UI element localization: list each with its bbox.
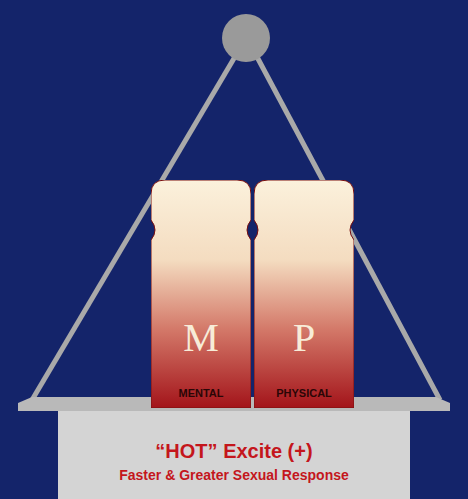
weight-letter: M bbox=[151, 318, 251, 358]
scale-hook bbox=[222, 14, 270, 62]
weight-node: M MENTAL bbox=[151, 180, 251, 408]
pan-node: “HOT” Excite (+) Faster & Greater Sexual … bbox=[58, 411, 410, 499]
weight-letter: P bbox=[254, 318, 354, 358]
pan-heading: “HOT” Excite (+) bbox=[58, 441, 410, 461]
weight-shape bbox=[254, 180, 354, 408]
weight-label: PHYSICAL bbox=[254, 388, 354, 399]
weight-shape bbox=[151, 180, 251, 408]
pan-body: Faster & Greater Sexual Response bbox=[58, 468, 410, 482]
weight-label: MENTAL bbox=[151, 388, 251, 399]
weight-node: P PHYSICAL bbox=[254, 180, 354, 408]
